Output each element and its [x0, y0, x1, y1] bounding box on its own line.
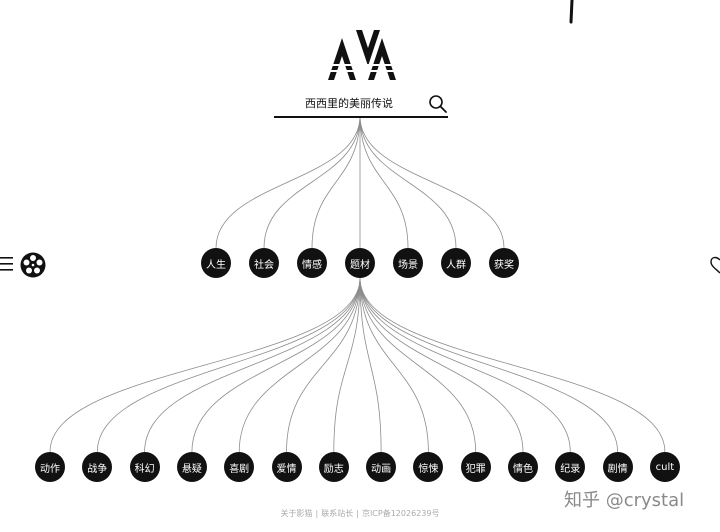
genre-node[interactable]: 悬疑	[176, 452, 207, 482]
heart-icon[interactable]	[704, 254, 720, 274]
genre-node[interactable]: 剧情	[602, 452, 633, 482]
genre-link	[191, 277, 361, 453]
genre-link	[286, 277, 361, 453]
film-reel-icon[interactable]	[20, 252, 46, 278]
search-input[interactable]	[274, 92, 424, 114]
genre-node[interactable]: 爱情	[271, 452, 302, 482]
genre-link	[49, 277, 361, 453]
genre-node[interactable]: cult	[649, 452, 680, 482]
footer-about-link[interactable]: 关于影猫	[280, 509, 313, 518]
category-node[interactable]: 获奖	[489, 248, 519, 278]
category-node[interactable]: 场景	[393, 248, 423, 278]
category-link	[215, 115, 361, 249]
genre-node[interactable]: 动画	[366, 452, 397, 482]
genre-link	[238, 277, 361, 453]
footer: 关于影猫|联系站长|京ICP备12026239号	[280, 509, 440, 518]
category-node[interactable]: 人生	[201, 248, 231, 278]
genre-link	[359, 277, 571, 453]
genre-link	[359, 277, 666, 453]
genre-node[interactable]: 动作	[35, 452, 65, 482]
category-link	[359, 115, 505, 249]
category-node[interactable]: 情感	[297, 248, 327, 278]
genre-node[interactable]: 纪录	[555, 452, 586, 482]
category-node[interactable]: 人群	[441, 248, 471, 278]
genre-link	[359, 277, 524, 453]
genre-node[interactable]: 喜剧	[224, 452, 255, 482]
footer-contact-link[interactable]: 联系站长	[321, 509, 354, 518]
genre-node[interactable]: 惊悚	[413, 452, 444, 482]
corner-stroke-mark	[569, 0, 574, 24]
site-logo[interactable]	[328, 30, 396, 80]
category-node[interactable]: 题材	[345, 248, 375, 278]
search-bar	[274, 92, 448, 118]
genre-link	[144, 277, 361, 453]
genre-node[interactable]: 科幻	[129, 452, 160, 482]
genre-link	[359, 277, 382, 453]
genre-link	[359, 277, 477, 453]
genre-link	[96, 277, 361, 453]
genre-link	[333, 277, 361, 453]
genre-link	[359, 277, 618, 453]
menu-icon[interactable]	[0, 254, 14, 274]
search-icon[interactable]	[428, 94, 448, 114]
genre-node[interactable]: 战争	[82, 452, 113, 482]
category-link	[359, 115, 457, 249]
category-link	[263, 115, 361, 249]
category-link	[359, 115, 409, 249]
watermark: 知乎 @crystal	[564, 490, 685, 511]
genre-node[interactable]: 情色	[508, 452, 538, 482]
genre-node[interactable]: 励志	[318, 452, 349, 482]
category-node[interactable]: 社会	[249, 248, 279, 278]
footer-icp-link[interactable]: 京ICP备12026239号	[361, 509, 440, 518]
category-link	[311, 115, 361, 249]
genre-node[interactable]: 犯罪	[460, 452, 491, 482]
genre-link	[359, 277, 429, 453]
